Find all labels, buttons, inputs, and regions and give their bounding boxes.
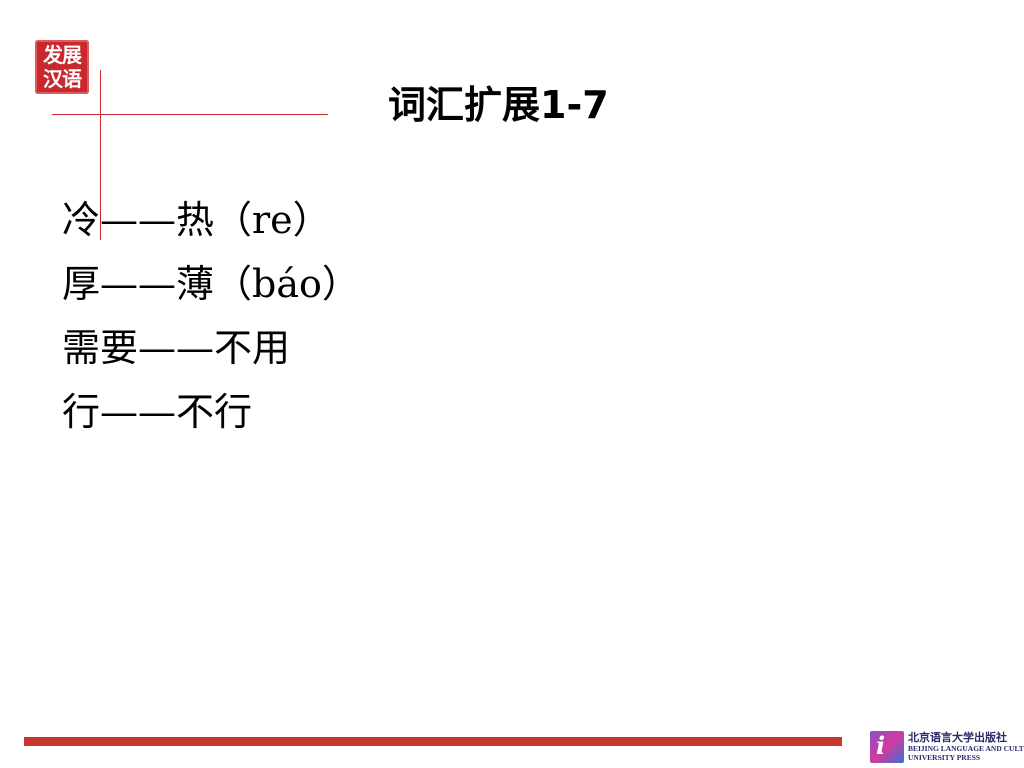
- slide-title: 词汇扩展1-7: [388, 83, 609, 127]
- footer-bar: [24, 737, 842, 746]
- crosshair-horizontal-line: [52, 114, 328, 115]
- logo-line-1: 发展: [43, 43, 82, 67]
- publisher-name-en-1: BEIJING LANGUAGE AND CULTURE: [908, 744, 1024, 753]
- vocab-list: 冷——热（re） 厚——薄（báo） 需要——不用 行——不行: [62, 188, 360, 444]
- publisher-logo-mark: i: [876, 731, 886, 760]
- publisher-logo-icon: i: [870, 731, 904, 763]
- crosshair-vertical-line: [100, 70, 101, 240]
- vocab-item: 厚——薄（báo）: [62, 262, 360, 306]
- vocab-item: 需要——不用: [62, 326, 291, 370]
- publisher-name-cn: 北京语言大学出版社: [908, 731, 1007, 744]
- logo-line-2: 汉语: [43, 67, 82, 91]
- textbook-logo-badge: 发展 汉语: [35, 40, 89, 94]
- vocab-item: 行——不行: [62, 390, 253, 434]
- publisher-name: 北京语言大学出版社 BEIJING LANGUAGE AND CULTURE U…: [908, 731, 1024, 762]
- vocab-item: 冷——热（re）: [62, 198, 331, 242]
- publisher-name-en-2: UNIVERSITY PRESS: [908, 753, 981, 762]
